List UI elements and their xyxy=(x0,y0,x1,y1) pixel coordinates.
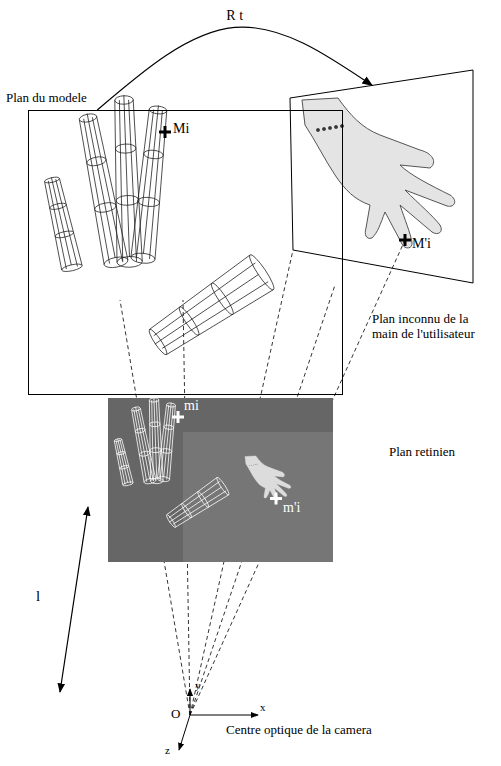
transform-label: R t xyxy=(224,8,245,23)
plane-title: Plan inconnu de la main de l'utilisateur xyxy=(372,312,484,342)
plane-title: Plan retinien xyxy=(389,445,455,460)
camera-axis xyxy=(179,689,258,750)
caption-note: Centre optique de la camera xyxy=(226,723,372,737)
hand-plane: Plan inconnu de la main de l'utilisateur xyxy=(288,68,475,286)
point-label: M'i xyxy=(412,236,431,251)
projection-ray xyxy=(120,240,405,715)
distance-label: l xyxy=(36,588,40,605)
distance-arrow xyxy=(60,507,88,692)
point-cross xyxy=(159,126,171,138)
hand-plane-ground xyxy=(290,70,473,283)
retinal-photo xyxy=(183,432,333,562)
point-cross xyxy=(399,234,411,246)
retinal-plane-box: Plan retinien xyxy=(108,398,333,562)
hand-picture xyxy=(302,98,455,248)
axis-label: y xyxy=(195,679,201,691)
axis-label: x xyxy=(260,701,266,713)
point-label: m'i xyxy=(283,500,300,515)
plane-title: Plan du modele xyxy=(6,91,87,106)
axis-label: z xyxy=(165,744,170,756)
hand-picture-small xyxy=(245,456,291,501)
origin-label: O xyxy=(171,707,180,721)
plane-outline xyxy=(290,70,473,283)
model-plane: Plan du modele xyxy=(28,110,343,395)
plane-outline xyxy=(288,68,475,286)
point-cross xyxy=(172,411,184,423)
point-label: Mi xyxy=(173,121,189,136)
point-label: mi xyxy=(184,398,199,413)
retinal-plane xyxy=(108,398,333,562)
transform-arrow xyxy=(97,27,372,110)
point-cross xyxy=(270,493,282,505)
finger-wireframe-small xyxy=(113,397,231,530)
finger-wireframe xyxy=(41,95,277,362)
